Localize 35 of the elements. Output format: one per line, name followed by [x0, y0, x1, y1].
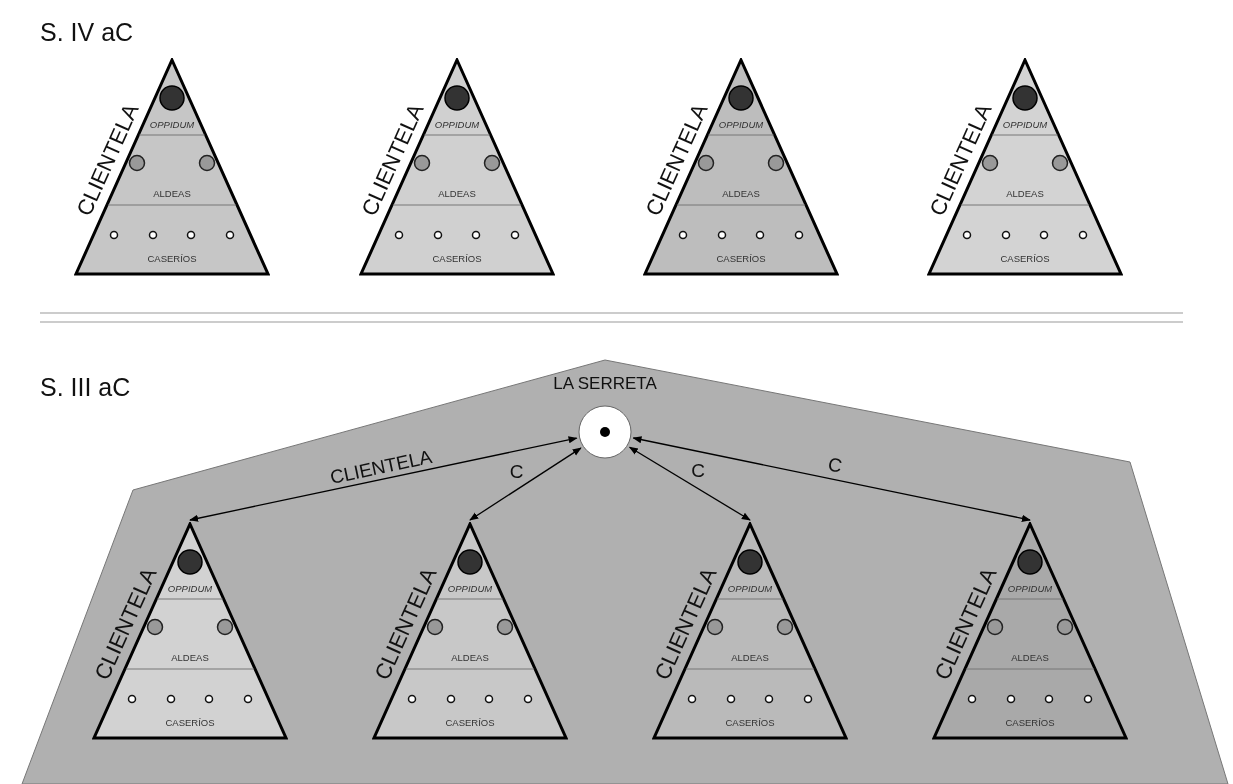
tier-label: OPPIDUM [727, 582, 773, 594]
period-heading: S. III aC [40, 373, 131, 402]
tier-label: ALDEAS [171, 651, 209, 663]
tier-label: CASERÍOS [1000, 252, 1050, 264]
tier-label: ALDEAS [153, 187, 191, 199]
tier-label: CASERÍOS [1005, 716, 1055, 728]
tier-label: CASERÍOS [725, 716, 775, 728]
tier-label: ALDEAS [1006, 187, 1044, 199]
edge-label: CLIENTELA [328, 447, 434, 488]
tier-label: OPPIDUM [447, 582, 493, 594]
tier-label: ALDEAS [731, 651, 769, 663]
tier-label: CASERÍOS [445, 716, 495, 728]
double-arrow [632, 436, 1031, 522]
edge-label: C [509, 461, 524, 481]
tier-label: ALDEAS [438, 187, 476, 199]
tier-label: CASERÍOS [147, 252, 197, 264]
double-arrow [189, 436, 578, 522]
tier-label: OPPIDUM [718, 118, 764, 130]
tier-label: ALDEAS [1011, 651, 1049, 663]
tier-label: OPPIDUM [1007, 582, 1053, 594]
double-arrow [469, 447, 582, 521]
tier-label: OPPIDUM [167, 582, 213, 594]
tier-label: CASERÍOS [716, 252, 766, 264]
double-arrow [628, 446, 751, 521]
period-heading: S. IV aC [40, 18, 134, 47]
edge-label: C [825, 454, 844, 476]
tier-label: CASERÍOS [432, 252, 482, 264]
edge-label: C [691, 460, 705, 480]
tier-label: ALDEAS [451, 651, 489, 663]
site-label: LA SERRETA [553, 375, 657, 392]
tier-label: OPPIDUM [1002, 118, 1048, 130]
tier-label: CASERÍOS [165, 716, 215, 728]
tier-label: OPPIDUM [149, 118, 195, 130]
tier-label: OPPIDUM [434, 118, 480, 130]
tier-label: ALDEAS [722, 187, 760, 199]
